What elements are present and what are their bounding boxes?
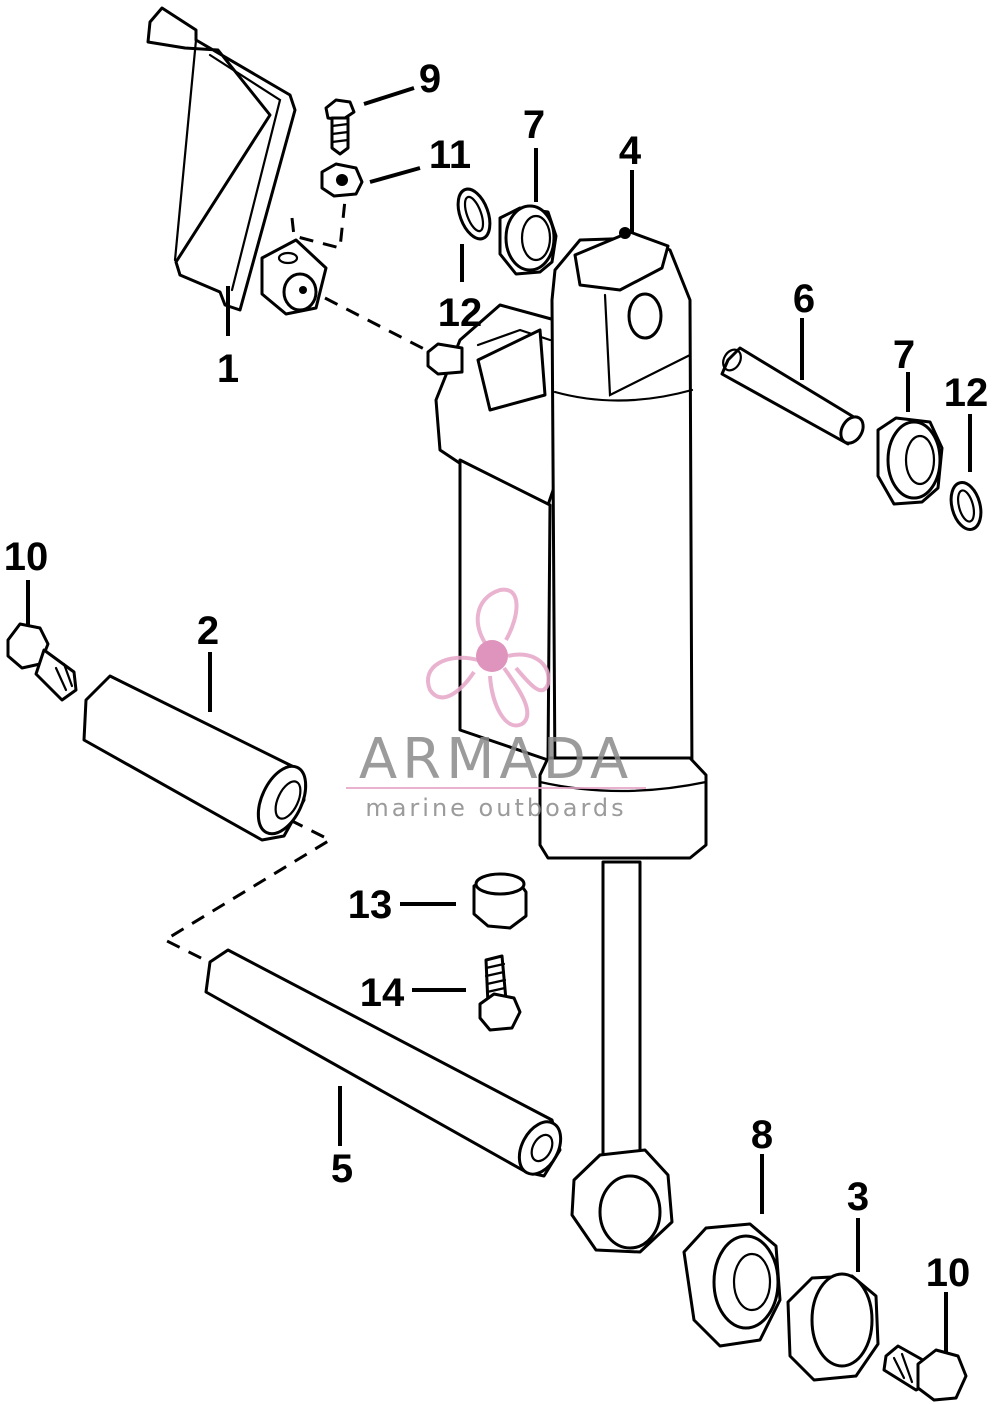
watermark: ARMADA marine outboards xyxy=(346,587,646,822)
callout-2: 2 xyxy=(197,609,219,653)
part-10-bolt-left xyxy=(6,622,78,702)
callout-5: 5 xyxy=(331,1147,353,1191)
part-7-bushing-right xyxy=(876,416,944,506)
part-6-pin xyxy=(720,346,865,446)
part-3-bushing xyxy=(786,1272,880,1382)
callout-numbers: 1 2 3 4 5 6 7 7 8 9 10 10 11 12 12 13 14 xyxy=(4,57,989,1295)
part-1-bracket xyxy=(146,6,328,316)
callout-3: 3 xyxy=(847,1175,869,1219)
callout-4: 4 xyxy=(619,129,642,173)
callout-12-right: 12 xyxy=(944,371,989,415)
watermark-tagline: marine outboards xyxy=(365,794,626,822)
propeller-logo-icon xyxy=(426,587,551,728)
part-8-bushing xyxy=(682,1222,782,1348)
part-14-screw xyxy=(478,954,522,1032)
callout-6: 6 xyxy=(793,277,815,321)
callout-11: 11 xyxy=(429,133,471,177)
callout-9: 9 xyxy=(419,57,441,101)
callout-10-left: 10 xyxy=(4,535,49,579)
callout-8: 8 xyxy=(751,1113,773,1157)
callout-12-upper: 12 xyxy=(438,291,483,335)
callout-7-right: 7 xyxy=(893,333,915,377)
part-12-snap-ring-right xyxy=(949,481,983,531)
callout-7-upper: 7 xyxy=(523,103,545,147)
part-12-snap-ring-upper xyxy=(456,187,492,241)
callout-13: 13 xyxy=(348,883,393,927)
part-5-shaft xyxy=(204,948,563,1178)
callout-1: 1 xyxy=(217,347,239,391)
part-11-nut xyxy=(320,162,364,198)
callout-14: 14 xyxy=(360,971,405,1015)
callout-10-right: 10 xyxy=(926,1251,971,1295)
watermark-brand: ARMADA xyxy=(359,727,633,792)
part-9-bolt xyxy=(324,98,356,156)
part-2-sleeve xyxy=(82,674,308,842)
alignment-lines xyxy=(161,199,431,962)
part-13-spacer xyxy=(472,872,528,930)
leader-lines xyxy=(26,86,972,1352)
part-7-bushing-upper xyxy=(498,204,558,276)
part-10-bolt-right xyxy=(882,1344,968,1402)
